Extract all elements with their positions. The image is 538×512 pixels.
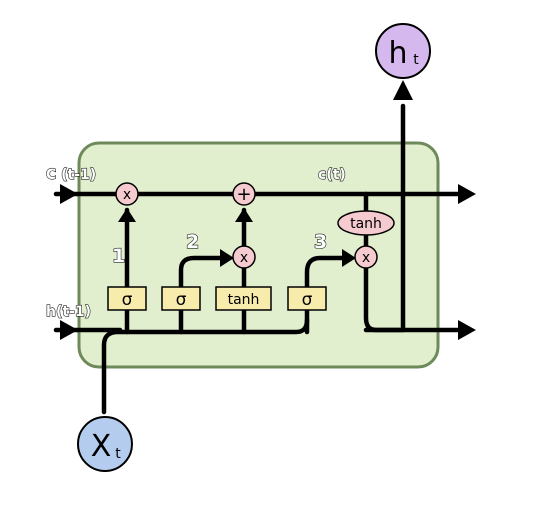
pointwise-ops: x + x x tanh bbox=[115, 182, 395, 269]
forget-multiply-op: x bbox=[115, 182, 139, 206]
forget-gate-label: σ bbox=[122, 290, 133, 310]
gate-boxes: σ σ tanh σ bbox=[107, 286, 327, 311]
input-multiply-symbol: x bbox=[240, 250, 248, 266]
output-gate-stem bbox=[304, 255, 353, 335]
output-node-ht: h t bbox=[375, 23, 431, 79]
c-prev-label: C (t-1) bbox=[46, 167, 96, 183]
output-gate: σ bbox=[287, 286, 327, 311]
arrow-add-up bbox=[235, 208, 253, 222]
cell-add-op: + bbox=[232, 182, 256, 206]
arrow-forget-up bbox=[118, 208, 136, 222]
lstm-cell-box bbox=[77, 141, 440, 369]
output-node-main: h bbox=[388, 36, 407, 71]
c-t-label: c(t) bbox=[318, 167, 346, 183]
arrow-c-out bbox=[458, 184, 476, 204]
candidate-gate: tanh bbox=[215, 286, 272, 311]
arrow-output-right bbox=[342, 249, 356, 267]
output-node-sub: t bbox=[413, 52, 419, 68]
arrow-c-prev bbox=[60, 184, 78, 204]
gate-number-1: 1 bbox=[112, 245, 125, 267]
input-multiply-op: x bbox=[232, 245, 256, 269]
gate-number-2: 2 bbox=[186, 231, 199, 253]
gate-number-3: 3 bbox=[314, 231, 327, 253]
arrow-input-right bbox=[220, 249, 234, 267]
input-node-main: X bbox=[91, 429, 112, 464]
cell-tanh-symbol: tanh bbox=[350, 216, 382, 232]
forget-multiply-symbol: x bbox=[123, 187, 131, 203]
candidate-gate-label: tanh bbox=[228, 292, 260, 308]
input-gate-stem bbox=[178, 255, 231, 335]
arrow-h-out bbox=[458, 320, 476, 340]
input-gate-label: σ bbox=[176, 290, 187, 310]
cell-add-symbol: + bbox=[236, 184, 251, 205]
input-gate: σ bbox=[161, 286, 201, 311]
h-prev-label: h(t-1) bbox=[46, 304, 91, 320]
line-labels: C (t-1) c(t) h(t-1) 1 2 3 bbox=[45, 166, 346, 320]
input-node-sub: t bbox=[115, 446, 121, 462]
output-gate-label: σ bbox=[302, 290, 313, 310]
output-multiply-op: x bbox=[354, 245, 378, 269]
arrow-ht-up bbox=[393, 80, 413, 100]
input-node-xt: X t bbox=[77, 416, 133, 472]
arrow-h-prev bbox=[60, 320, 78, 340]
output-multiply-symbol: x bbox=[362, 250, 370, 266]
forget-gate: σ bbox=[107, 286, 147, 311]
cell-tanh-op: tanh bbox=[337, 210, 395, 236]
